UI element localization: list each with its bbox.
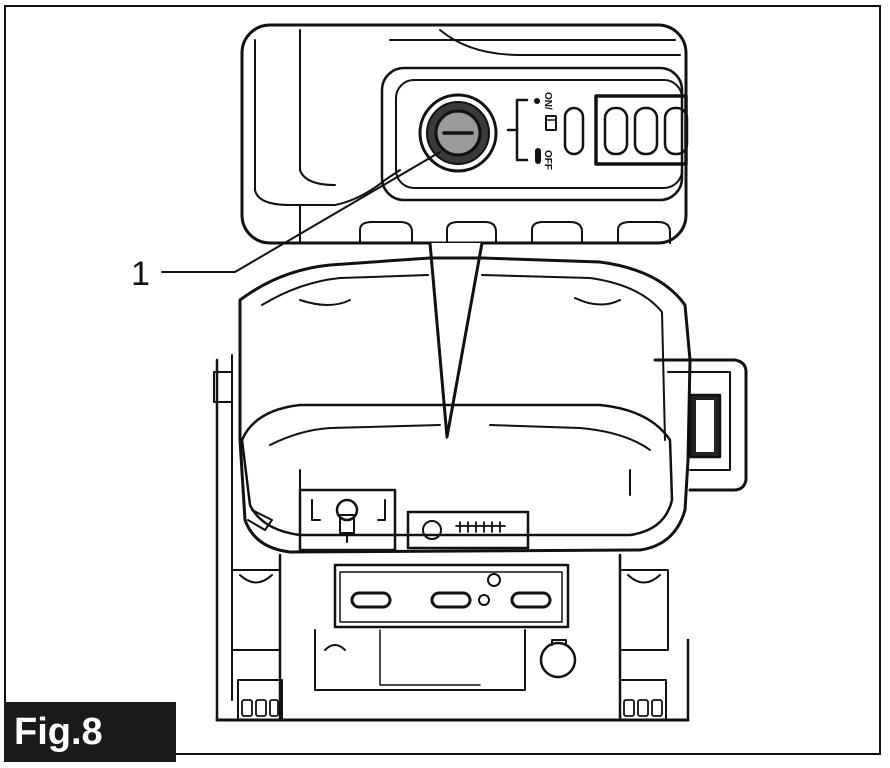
zoom-pointer	[428, 241, 484, 439]
callout-number-1: 1	[131, 255, 150, 293]
figure-label: Fig.8	[4, 702, 176, 762]
power-switch-icon	[418, 93, 498, 173]
detail-panel	[240, 23, 689, 245]
figure-label-text: Fig.8	[14, 710, 103, 753]
switch-label-on: ON/	[542, 92, 553, 110]
switch-symbols: ON/ OFF	[534, 92, 557, 170]
device-body	[213, 256, 748, 722]
callout-leader-line	[161, 151, 441, 273]
figure-frame	[4, 5, 881, 755]
switch-label-off: OFF	[542, 150, 553, 170]
